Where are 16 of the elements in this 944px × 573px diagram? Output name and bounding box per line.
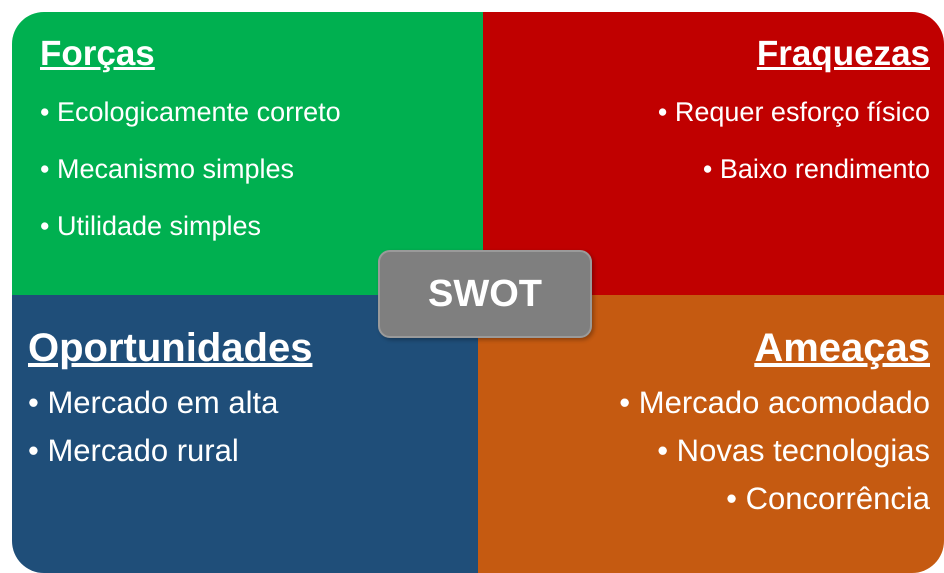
- list-item: • Mercado acomodado: [618, 384, 930, 422]
- list-item: • Baixo rendimento: [702, 153, 930, 186]
- list-item: • Mecanismo simples: [40, 153, 296, 186]
- list-item: • Concorrência: [725, 480, 930, 518]
- list-item: • Utilidade simples: [40, 210, 262, 244]
- list-item: • Ecologicamente correto: [40, 96, 342, 130]
- list-item: • Novas tecnologias: [656, 432, 930, 470]
- center-title: SWOT: [428, 272, 542, 316]
- quadrant-heading: Oportunidades: [28, 325, 312, 371]
- list-item: • Requer esforço físico: [656, 96, 930, 130]
- quadrant-heading: Ameaças: [754, 325, 930, 371]
- center-label-box: [378, 250, 592, 338]
- list-item: • Mercado rural: [28, 432, 240, 470]
- quadrant-heading: Fraquezas: [756, 34, 930, 74]
- list-item: • Mercado em alta: [28, 384, 280, 422]
- quadrant-heading: Forças: [40, 34, 155, 74]
